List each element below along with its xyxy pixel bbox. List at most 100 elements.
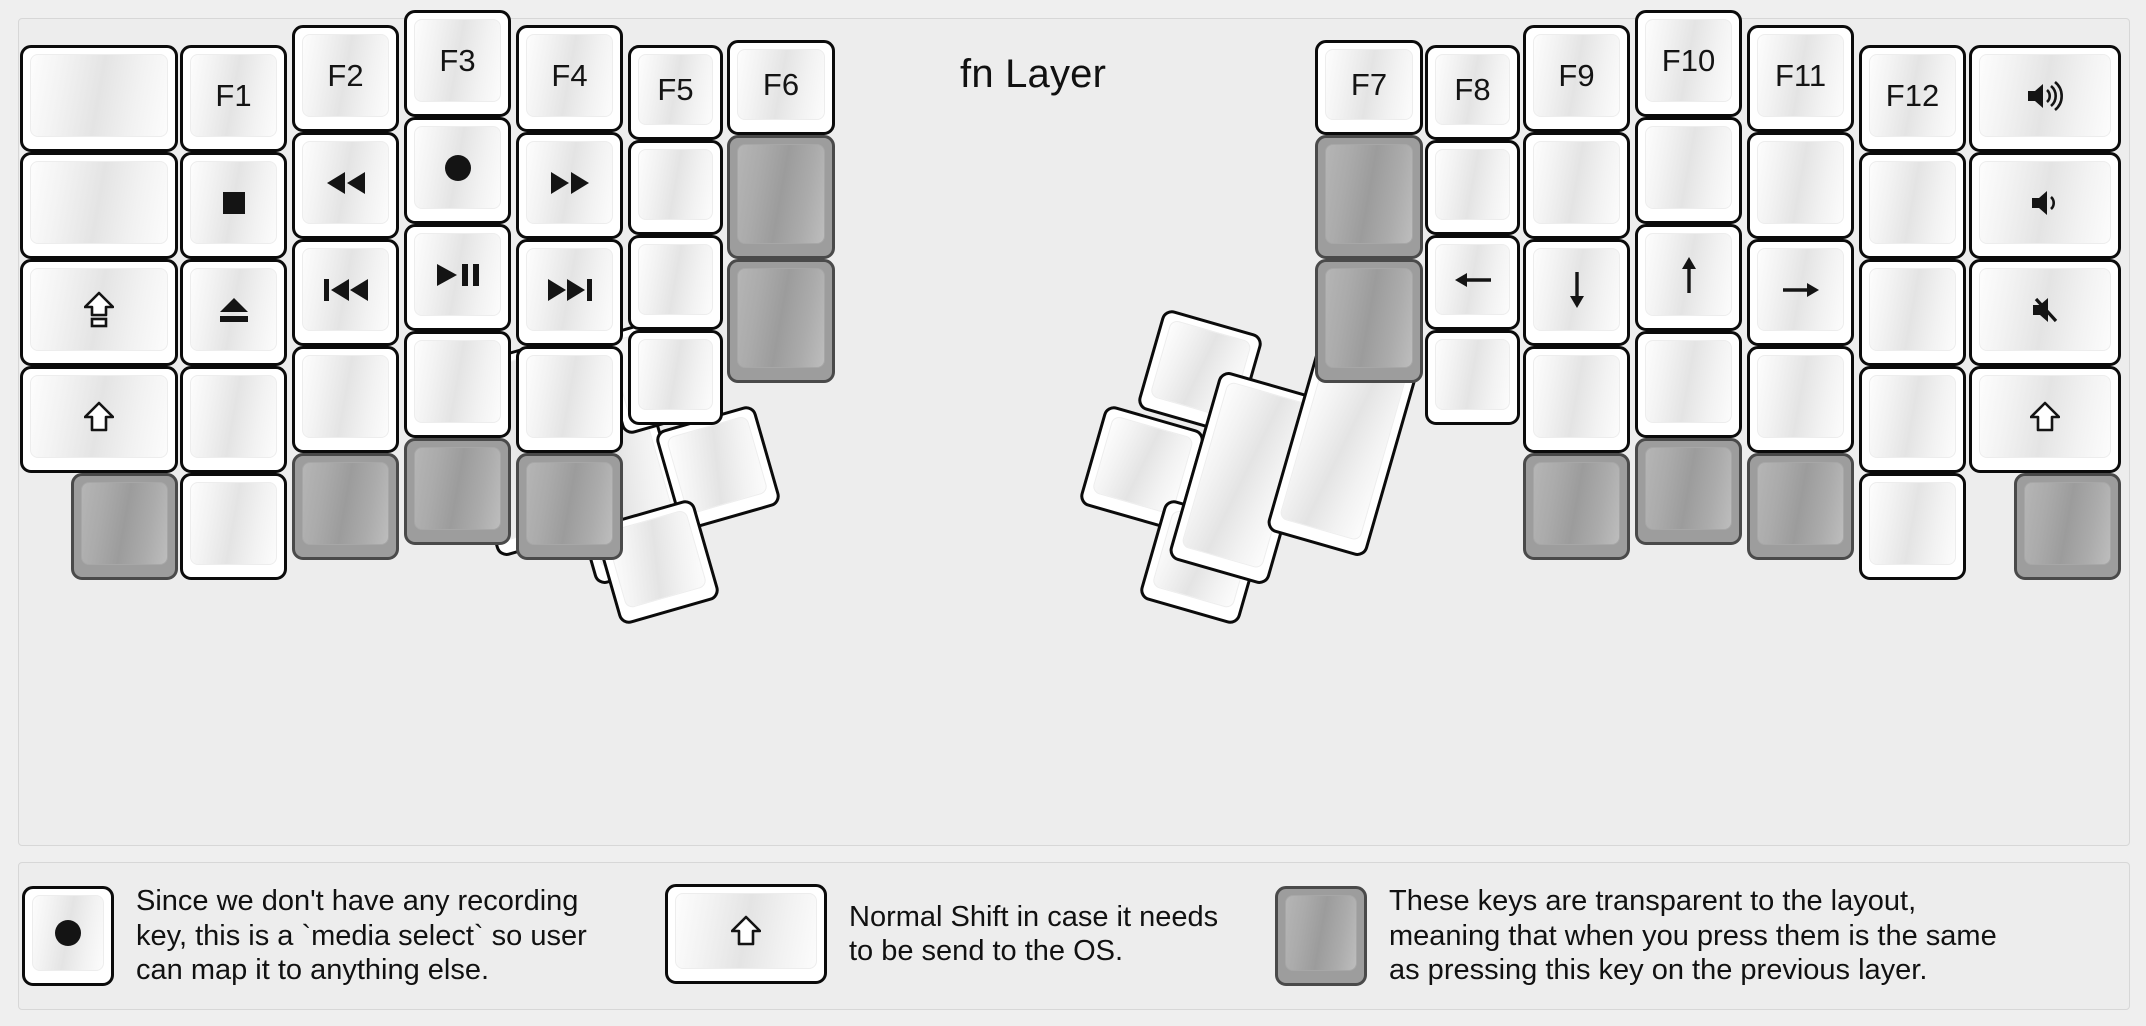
keycap-surface bbox=[1533, 141, 1620, 224]
keycap-blank-legend bbox=[631, 143, 720, 232]
left-index-column-key-5[interactable] bbox=[516, 453, 623, 560]
right-pinky-outer-column-key-1[interactable] bbox=[1969, 45, 2121, 152]
right-ring-column-key-2[interactable] bbox=[1747, 132, 1854, 239]
left-pinky-column-key-3[interactable] bbox=[180, 259, 287, 366]
right-pinky-outer-column-key-3[interactable] bbox=[1969, 259, 2121, 366]
left-inner-column-key-2[interactable] bbox=[727, 135, 835, 259]
right-middle-column-key-5[interactable] bbox=[1635, 438, 1742, 545]
left-inner-column-key-1[interactable]: F6 bbox=[727, 40, 835, 135]
legend-keycap-3[interactable] bbox=[1275, 885, 1367, 986]
legend-keycap-2[interactable] bbox=[665, 884, 827, 984]
keycap-blank-legend bbox=[1750, 456, 1851, 557]
left-pinky-column-key-1[interactable]: F1 bbox=[180, 45, 287, 152]
right-index-column-key-5[interactable] bbox=[1523, 453, 1630, 560]
keycap-surface bbox=[526, 462, 613, 545]
left-ring-column-key-5[interactable] bbox=[292, 453, 399, 560]
left-index-column-key-2[interactable] bbox=[516, 132, 623, 239]
legend-keycap-1[interactable] bbox=[22, 885, 114, 986]
left-index-inner-column-key-1[interactable]: F5 bbox=[628, 45, 723, 140]
media-play-pause-icon bbox=[407, 227, 508, 328]
right-inner-column-key-2[interactable] bbox=[1315, 135, 1423, 259]
right-index-inner-column-key-4[interactable] bbox=[1425, 330, 1520, 425]
left-pinky-outer-column-key-2[interactable] bbox=[20, 152, 178, 259]
left-middle-column-key-3[interactable] bbox=[404, 224, 511, 331]
left-pinky-column-key-5[interactable] bbox=[180, 473, 287, 580]
left-ring-column-key-3[interactable] bbox=[292, 239, 399, 346]
right-ring-column-key-3[interactable] bbox=[1747, 239, 1854, 346]
right-ring-column-key-5[interactable] bbox=[1747, 453, 1854, 560]
keycap-surface bbox=[737, 49, 825, 120]
right-index-inner-column-key-2[interactable] bbox=[1425, 140, 1520, 235]
legend-item-1: Since we don't have any recording key, t… bbox=[22, 884, 587, 988]
right-pinky-outer-column-key-5[interactable] bbox=[2014, 473, 2121, 580]
keycap-surface bbox=[1645, 126, 1732, 209]
media-record-icon bbox=[25, 889, 111, 983]
left-pinky-outer-column-key-5[interactable] bbox=[71, 473, 178, 580]
left-ring-column-key-4[interactable] bbox=[292, 346, 399, 453]
keycap-label: F1 bbox=[215, 78, 252, 113]
right-index-inner-column-key-1[interactable]: F8 bbox=[1425, 45, 1520, 140]
right-index-inner-column-key-3[interactable] bbox=[1425, 235, 1520, 330]
left-pinky-column-key-4[interactable] bbox=[180, 366, 287, 473]
left-pinky-outer-column-key-3[interactable] bbox=[20, 259, 178, 366]
keycap-blank-legend bbox=[23, 48, 175, 149]
left-middle-column-key-2[interactable] bbox=[404, 117, 511, 224]
right-middle-column-key-3[interactable] bbox=[1635, 224, 1742, 331]
left-inner-column-key-3[interactable] bbox=[727, 259, 835, 383]
left-index-column-key-1[interactable]: F4 bbox=[516, 25, 623, 132]
left-pinky-outer-column-key-4[interactable] bbox=[20, 366, 178, 473]
right-pinky-column-key-5[interactable] bbox=[1859, 473, 1966, 580]
right-pinky-outer-column-key-4[interactable] bbox=[1969, 366, 2121, 473]
keycap-blank-legend bbox=[1318, 262, 1420, 380]
right-index-column-key-4[interactable] bbox=[1523, 346, 1630, 453]
right-pinky-column-key-1[interactable]: F12 bbox=[1859, 45, 1966, 152]
keycap-label: F10 bbox=[1661, 43, 1716, 78]
keycap-surface bbox=[526, 34, 613, 117]
volume-down-icon bbox=[1972, 155, 2118, 256]
left-index-column-key-4[interactable] bbox=[516, 346, 623, 453]
left-index-column-key-3[interactable] bbox=[516, 239, 623, 346]
left-middle-column-key-5[interactable] bbox=[404, 438, 511, 545]
left-middle-column-key-4[interactable] bbox=[404, 331, 511, 438]
right-pinky-column-key-4[interactable] bbox=[1859, 366, 1966, 473]
left-ring-column-key-2[interactable] bbox=[292, 132, 399, 239]
keycap-surface bbox=[1869, 375, 1956, 458]
left-pinky-outer-column-key-1[interactable] bbox=[20, 45, 178, 152]
right-index-column-key-2[interactable] bbox=[1523, 132, 1630, 239]
keycap-surface bbox=[1285, 894, 1357, 971]
right-ring-column-key-1[interactable]: F11 bbox=[1747, 25, 1854, 132]
left-ring-column-key-1[interactable]: F2 bbox=[292, 25, 399, 132]
keycap-surface bbox=[1757, 248, 1844, 331]
left-pinky-column-key-2[interactable] bbox=[180, 152, 287, 259]
keycap-surface bbox=[1869, 54, 1956, 137]
left-index-inner-column-key-4[interactable] bbox=[628, 330, 723, 425]
keycap-surface bbox=[1869, 482, 1956, 565]
keycap-surface bbox=[1869, 161, 1956, 244]
left-middle-column-key-1[interactable]: F3 bbox=[404, 10, 511, 117]
left-index-inner-column-key-2[interactable] bbox=[628, 140, 723, 235]
keycap-blank-legend bbox=[631, 238, 720, 327]
right-index-column-key-3[interactable] bbox=[1523, 239, 1630, 346]
keycap-surface bbox=[1757, 462, 1844, 545]
left-index-inner-column-key-3[interactable] bbox=[628, 235, 723, 330]
right-middle-column-key-2[interactable] bbox=[1635, 117, 1742, 224]
right-inner-column-key-3[interactable] bbox=[1315, 259, 1423, 383]
keycap-surface bbox=[638, 54, 713, 125]
keycap-blank-legend bbox=[183, 369, 284, 470]
legend-text-1: Since we don't have any recording key, t… bbox=[136, 885, 587, 986]
right-ring-column-key-4[interactable] bbox=[1747, 346, 1854, 453]
right-middle-column-key-4[interactable] bbox=[1635, 331, 1742, 438]
right-middle-column-key-1[interactable]: F10 bbox=[1635, 10, 1742, 117]
keycap-surface bbox=[638, 149, 713, 220]
right-pinky-outer-column-key-2[interactable] bbox=[1969, 152, 2121, 259]
keycap-blank-legend bbox=[183, 476, 284, 577]
right-index-column-key-1[interactable]: F9 bbox=[1523, 25, 1630, 132]
keycap-surface bbox=[1325, 144, 1413, 244]
keycap-blank-legend bbox=[730, 262, 832, 380]
keycap-blank-legend bbox=[1750, 349, 1851, 450]
right-pinky-column-key-3[interactable] bbox=[1859, 259, 1966, 366]
right-inner-column-key-1[interactable]: F7 bbox=[1315, 40, 1423, 135]
keycap-blank-legend bbox=[2017, 476, 2118, 577]
right-pinky-column-key-2[interactable] bbox=[1859, 152, 1966, 259]
